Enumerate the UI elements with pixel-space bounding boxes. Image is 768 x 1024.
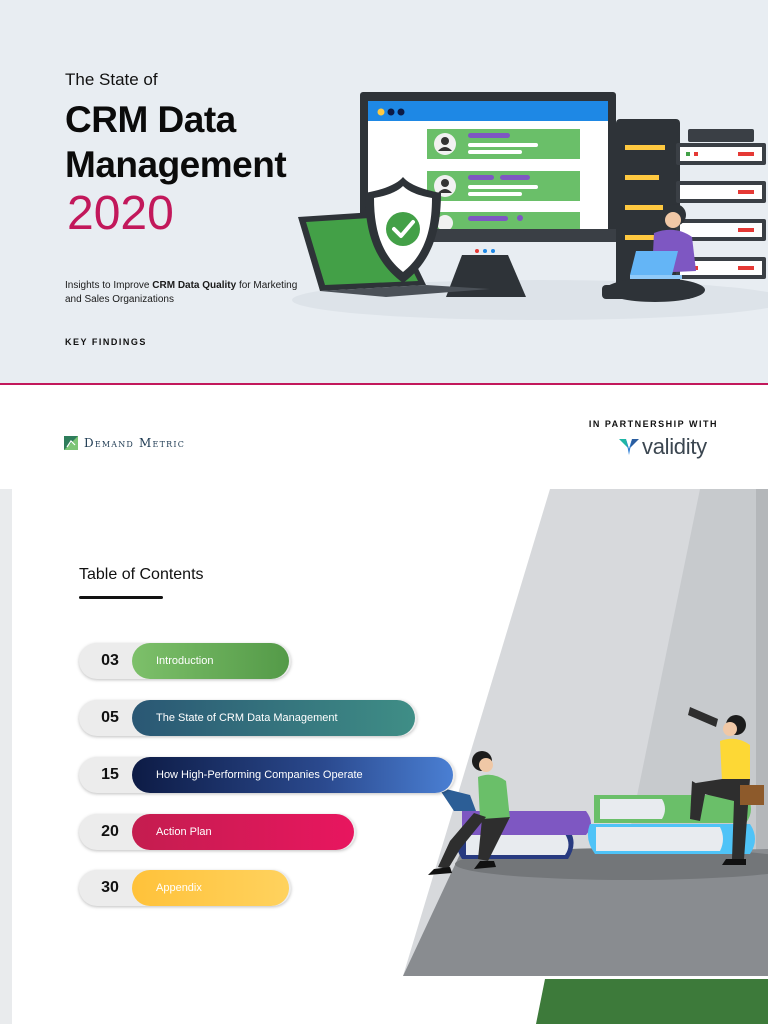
report-year: 2020	[67, 187, 174, 240]
toc-item-state-of-crm[interactable]: 05 The State of CRM Data Management	[79, 700, 417, 736]
title-line-2: Management	[65, 144, 287, 185]
toc-title-underline	[79, 596, 163, 599]
toc-item-appendix[interactable]: 30 Appendix	[79, 870, 291, 906]
pre-title: The State of	[65, 70, 158, 89]
toc-page-number: 03	[101, 652, 119, 669]
toc-page-number: 15	[101, 766, 119, 783]
book-stack-right-icon	[587, 795, 755, 854]
toc-label: How High-Performing Companies Operate	[156, 769, 363, 781]
subtitle-text-bold: CRM Data Quality	[152, 280, 237, 291]
toc-pill[interactable]: Appendix	[132, 870, 289, 906]
toc-item-introduction[interactable]: 03 Introduction	[79, 643, 291, 679]
shield-check-icon	[365, 177, 441, 283]
report-title: CRM Data Management	[65, 97, 287, 187]
reading-illustration	[403, 489, 768, 1024]
toc-page-number: 20	[101, 823, 119, 840]
toc-label: Action Plan	[156, 826, 212, 838]
toc-label: Appendix	[156, 882, 202, 894]
toc-item-action-plan[interactable]: 20 Action Plan	[79, 814, 356, 850]
person-with-telescope	[688, 707, 764, 865]
report-subtitle: Insights to Improve CRM Data Quality for…	[65, 279, 305, 307]
subtitle-text-start: Insights to Improve	[65, 280, 153, 291]
demand-metric-logo: Demand Metric	[64, 435, 185, 451]
validity-logo-icon	[619, 439, 639, 455]
validity-name: validity	[642, 434, 707, 459]
toc-item-high-performing[interactable]: 15 How High-Performing Companies Operate	[79, 757, 455, 793]
toc-pill[interactable]: The State of CRM Data Management	[132, 700, 415, 736]
key-findings-label: KEY FINDINGS	[65, 337, 147, 347]
subtitle-text-end: for Marketing and Sales Organizations	[65, 280, 298, 305]
hero-illustration	[292, 92, 768, 320]
person-with-laptop	[605, 204, 705, 302]
validity-logo: validity	[618, 432, 707, 462]
toc-label: Introduction	[156, 655, 214, 667]
hero-divider	[0, 383, 768, 385]
toc-pill[interactable]: How High-Performing Companies Operate	[132, 757, 453, 793]
demand-metric-logo-icon	[64, 436, 78, 450]
demand-metric-name: Demand Metric	[84, 436, 186, 450]
left-edge-strip	[0, 489, 12, 1024]
toc-page-number: 05	[101, 709, 119, 726]
toc-pill[interactable]: Action Plan	[132, 814, 354, 850]
toc-page-number: 30	[101, 879, 119, 896]
toc-label: The State of CRM Data Management	[156, 712, 338, 724]
title-line-1: CRM Data	[65, 99, 236, 140]
toc-title: Table of Contents	[79, 566, 204, 583]
toc-pill[interactable]: Introduction	[132, 643, 289, 679]
sitting-person-left	[428, 751, 510, 875]
partnership-label: IN PARTNERSHIP WITH	[588, 419, 718, 429]
partner-band	[0, 385, 768, 489]
